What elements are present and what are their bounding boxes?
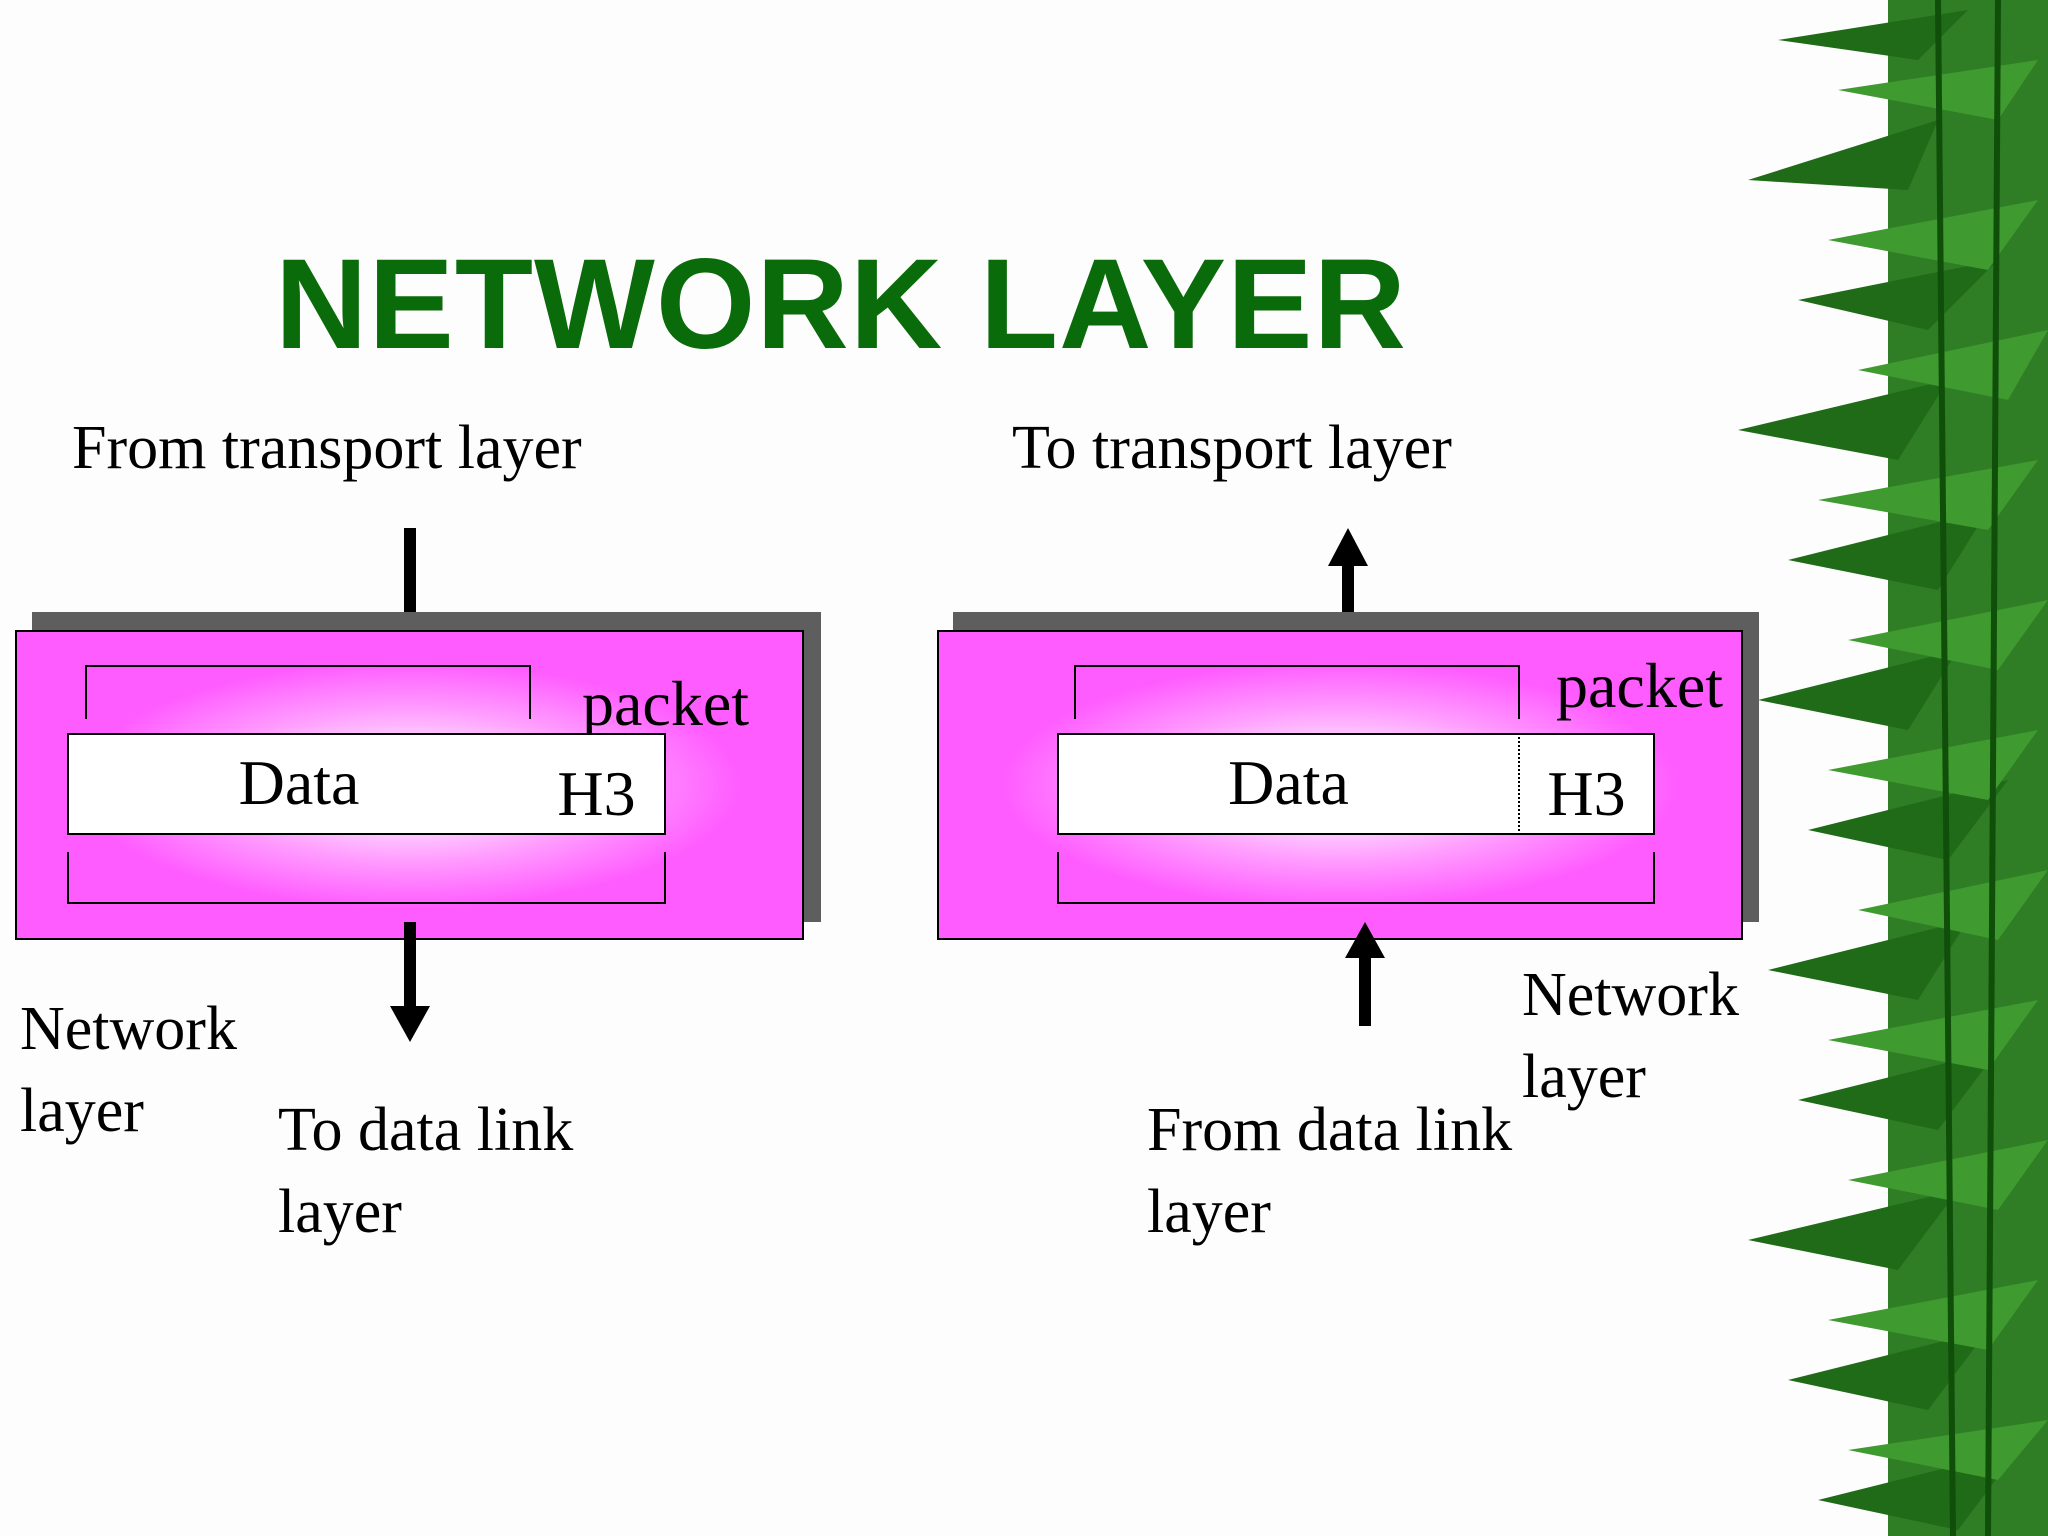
down-arrow-icon — [390, 922, 430, 1042]
right-data-bracket — [1074, 665, 1520, 719]
to-data-link-layer-label: To data link layer — [278, 1096, 574, 1246]
slide-title: NETWORK LAYER — [275, 233, 1407, 376]
left-packet-bracket — [67, 852, 666, 904]
up-arrow-icon — [1345, 922, 1385, 1026]
right-packet-bracket — [1057, 852, 1655, 904]
right-packet-label: packet — [1556, 650, 1723, 721]
right-data-cell: Data — [1057, 733, 1520, 835]
to-transport-layer-label: To transport layer — [1012, 414, 1452, 482]
bamboo-foliage-decoration — [1738, 0, 2048, 1536]
left-network-layer-label: Network layer — [20, 995, 237, 1145]
right-network-layer-label: Network layer — [1522, 961, 1739, 1111]
from-transport-layer-label: From transport layer — [72, 414, 582, 482]
left-h3-header-cell: H3 — [529, 733, 666, 835]
from-data-link-layer-label: From data link layer — [1147, 1096, 1513, 1246]
left-data-cell: Data — [67, 733, 531, 835]
left-data-bracket — [85, 665, 531, 719]
left-packet-label: packet — [582, 668, 749, 739]
right-h3-header-cell: H3 — [1518, 733, 1655, 835]
